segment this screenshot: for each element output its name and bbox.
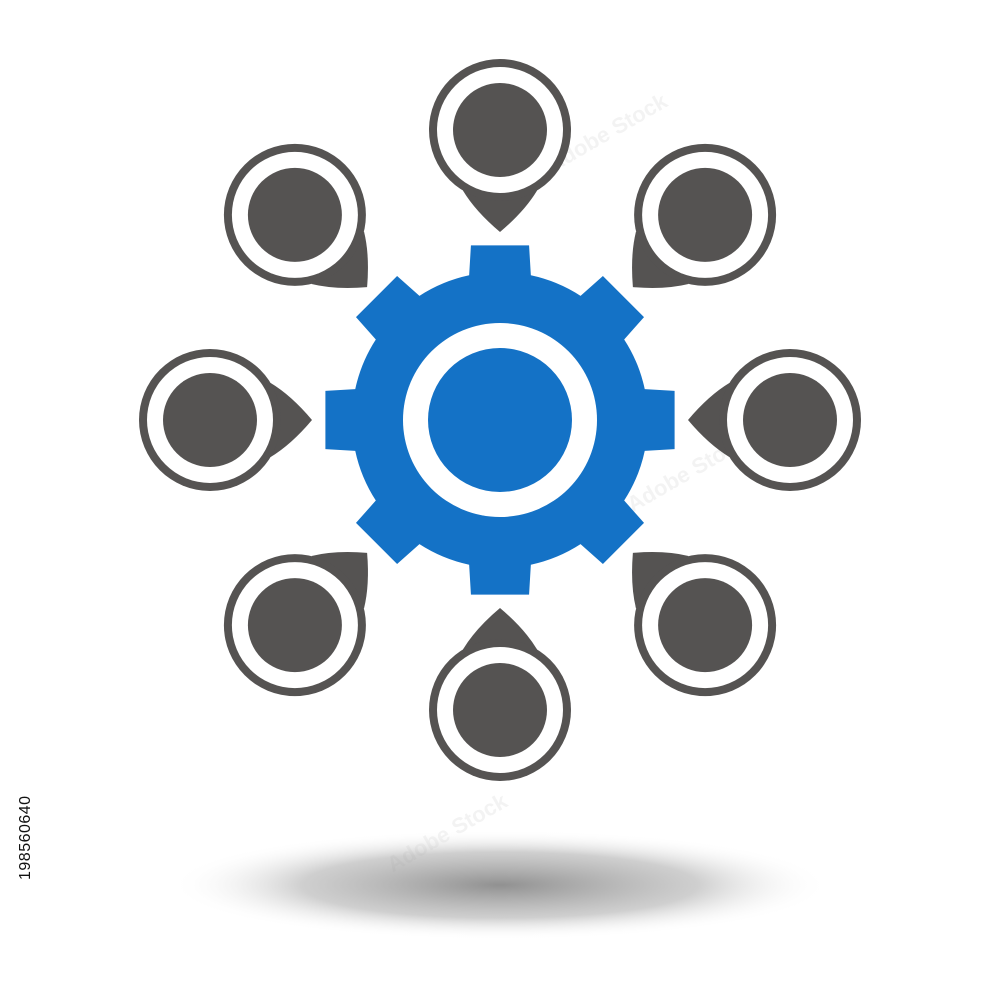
drop-shadow (170, 830, 830, 940)
pin-pointer-right (688, 382, 730, 458)
pin-center-dot-right (743, 373, 837, 467)
pin-pointer-left (270, 382, 312, 458)
location-pin-icon (429, 608, 571, 781)
location-pin-icon (223, 143, 368, 288)
location-pin-icon (139, 349, 312, 491)
location-pin-icon (429, 59, 571, 232)
location-pin-icon (223, 552, 368, 697)
pin-center-dot-top-left (247, 167, 342, 262)
location-pin-icon (688, 349, 861, 491)
pin-pointer-bottom (462, 608, 538, 650)
pin-center-dot-bottom-left (247, 578, 342, 673)
location-pin-icon (632, 143, 777, 288)
gear-icon (325, 245, 675, 595)
location-pin-icon (632, 552, 777, 697)
stock-image-number: 198560640 (17, 795, 34, 880)
pin-center-dot-top (453, 83, 547, 177)
pin-center-dot-bottom-right (658, 578, 753, 673)
pin-center-dot-bottom (453, 663, 547, 757)
pin-center-dot-left (163, 373, 257, 467)
gear-hub (428, 348, 572, 492)
pin-pointer-top (462, 190, 538, 232)
satellite-pins (139, 59, 861, 781)
pin-center-dot-top-right (658, 167, 753, 262)
